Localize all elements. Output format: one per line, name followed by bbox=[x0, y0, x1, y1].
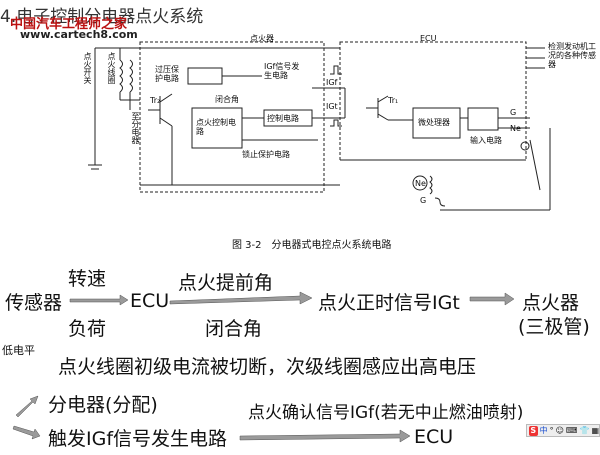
ime-toolbar[interactable]: S 中 ° ☺ ⌨ 👕 ▦ bbox=[526, 424, 600, 437]
flow-low-level: 低电平 bbox=[2, 344, 35, 357]
flow-distributor: 分电器(分配) bbox=[48, 394, 158, 416]
sensors-label: 检测发动机工况的各种传感器 bbox=[548, 42, 596, 69]
flow-dwell-angle: 闭合角 bbox=[205, 318, 263, 340]
flow-sensor: 传感器 bbox=[5, 292, 63, 314]
flow-advance: 点火提前角 bbox=[178, 272, 274, 294]
flow-ecu-2: ECU bbox=[414, 426, 454, 448]
ime-toolbox-icon[interactable]: ▦ bbox=[591, 425, 599, 435]
tr2-label: Tr₂ bbox=[150, 96, 161, 105]
microprocessor-label: 微处理器 bbox=[418, 118, 450, 127]
flow-triode: (三极管) bbox=[518, 316, 590, 338]
flow-speed: 转速 bbox=[68, 268, 107, 290]
flow-trigger: 触发IGf信号发生电路 bbox=[48, 428, 228, 450]
ime-lang-toggle[interactable]: 中 bbox=[539, 425, 548, 435]
ne-terminal-label: Ne bbox=[510, 124, 521, 133]
ignitor-title: 点火器 bbox=[250, 34, 274, 43]
ignition-ctrl-label: 点火控制电路 bbox=[196, 118, 236, 136]
flow-igniter: 点火器 bbox=[522, 292, 580, 314]
control-circuit-label: 控制电路 bbox=[267, 114, 299, 123]
ignition-switch-label: 点火开关 bbox=[83, 52, 92, 84]
g-coil-label: G bbox=[420, 196, 427, 205]
overvoltage-label: 过压保护电路 bbox=[155, 65, 179, 83]
distributor-label: 至分电器 bbox=[131, 112, 140, 144]
figure-caption: 图 3-2 分电器式电控点火系统电路 bbox=[232, 240, 392, 251]
ime-logo-icon[interactable]: S bbox=[529, 425, 538, 436]
igf-label: IGf bbox=[326, 78, 338, 87]
watermark-url: www.cartech8.com bbox=[20, 28, 138, 41]
g-terminal-label: G bbox=[510, 108, 517, 117]
page-title: 4.电子控制分电器点火系统 bbox=[0, 7, 204, 27]
flow-confirm: 点火确认信号IGf(若无中止燃油喷射) bbox=[248, 403, 524, 423]
ime-keyboard-icon[interactable]: ⌨ bbox=[565, 425, 578, 435]
igt-label: IGt bbox=[326, 102, 338, 111]
flow-cutoff: 点火线圈初级电流被切断，次级线圈感应出高电压 bbox=[58, 356, 477, 378]
lock-protect-label: 锁止保护电路 bbox=[242, 150, 290, 159]
flow-igt-signal: 点火正时信号IGt bbox=[318, 292, 460, 314]
tr1-label: Tr₁ bbox=[388, 96, 399, 105]
ime-skin-icon[interactable]: 👕 bbox=[579, 425, 590, 435]
watermark-cn: 中国汽车工程师之家 bbox=[10, 17, 128, 32]
ime-punct-icon[interactable]: ° bbox=[549, 425, 554, 435]
flow-ecu: ECU bbox=[130, 290, 170, 312]
dwell-label: 闭合角 bbox=[215, 95, 239, 104]
ne-coil-label: Ne bbox=[415, 179, 426, 188]
flow-load: 负荷 bbox=[68, 318, 107, 340]
ecu-title: ECU bbox=[420, 34, 437, 43]
ime-emoji-icon[interactable]: ☺ bbox=[555, 425, 564, 435]
igf-gen-label: IGf信号发生电路 bbox=[264, 62, 300, 80]
input-circuit-label: 输入电路 bbox=[470, 136, 502, 145]
ignition-coil-label: 点火线圈 bbox=[107, 52, 116, 84]
